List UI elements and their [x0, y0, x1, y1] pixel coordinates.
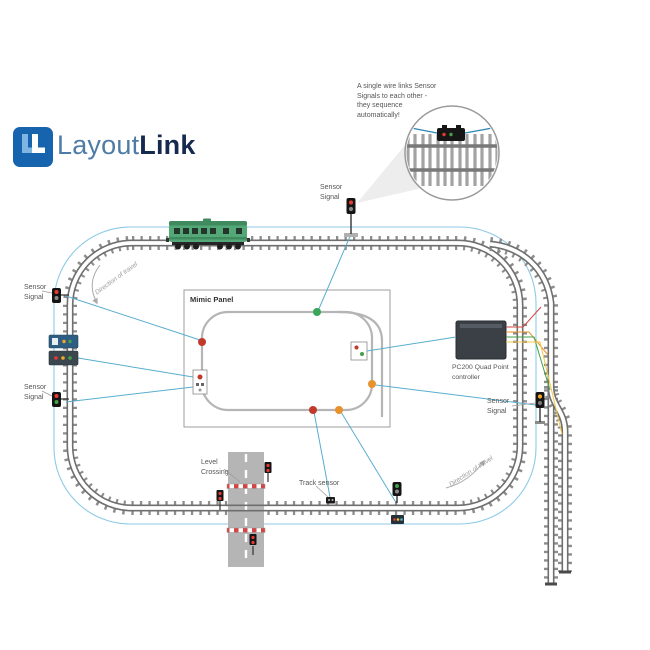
buffer-stops [545, 570, 571, 586]
logo-wordmark: LayoutLink [57, 130, 196, 161]
bottom-signal-icon [392, 482, 402, 503]
mimic-dot-red-left [198, 338, 206, 346]
crossing-barrier-upper [226, 483, 266, 489]
sensor-signal-label-top: Sensor Signal [320, 184, 343, 201]
mimic-panel-title: Mimic Panel [190, 295, 234, 304]
direction-arrow-bottom [445, 459, 485, 489]
inset-rails [406, 144, 498, 172]
mimic-dot-orange-bottom [335, 406, 343, 414]
mimic-indicators [192, 308, 376, 414]
train [166, 218, 250, 250]
level-crossing-road [226, 452, 266, 567]
crossing-light [216, 490, 224, 510]
inset-sensor [437, 125, 465, 141]
label-leader-lines [41, 290, 536, 498]
track-sensor-label: Track sensor [299, 480, 340, 487]
sensor-signal-label-left-lower: Sensor Signal [24, 384, 47, 401]
main-track-loop [63, 236, 527, 515]
logo-text-layout: Layout [57, 130, 140, 160]
mimic-point-module [350, 341, 368, 361]
crossing-light [264, 462, 272, 482]
mimic-dot-orange-right [368, 380, 376, 388]
branch-track [489, 237, 558, 584]
sensor-signal-label-left-upper: Sensor Signal [24, 284, 47, 301]
mimic-branch [337, 310, 384, 417]
crossing-light [249, 534, 257, 555]
mimic-dot-green [313, 308, 321, 316]
inset-callout: A single wire links Sensor Signals to ea… [357, 83, 437, 119]
sensor-wires [65, 233, 537, 502]
inset-sleepers [406, 134, 498, 186]
crossing-barrier-lower [226, 527, 266, 533]
sensor-signal-top-icon [344, 198, 358, 237]
logo-icon [13, 127, 53, 167]
sensor-signal-label-right: Sensor Signal [487, 398, 510, 415]
mimic-dot-red-bottom [309, 406, 317, 414]
sensor-signal-left-upper-icon [52, 288, 69, 303]
layout-outline [53, 226, 537, 525]
signal-controller-modules [48, 334, 79, 366]
mimic-track-loop [200, 310, 374, 412]
zoom-inset [404, 105, 500, 201]
mimic-crossing-module [192, 369, 208, 395]
track-sensor-icon [326, 497, 335, 504]
controller-wires [506, 306, 563, 435]
logo-text-link: Link [139, 130, 196, 160]
trackside-module [391, 515, 404, 524]
point-controller-label: PC200 Quad Point controller [452, 364, 509, 381]
level-crossing-label: Level Crossing [201, 459, 229, 476]
point-controller [455, 306, 563, 435]
sensor-signal-left-lower-icon [52, 392, 69, 407]
train-wheels [175, 243, 241, 250]
direction-arrow-top [91, 264, 101, 305]
sensor-signal-right-icon [535, 392, 545, 424]
